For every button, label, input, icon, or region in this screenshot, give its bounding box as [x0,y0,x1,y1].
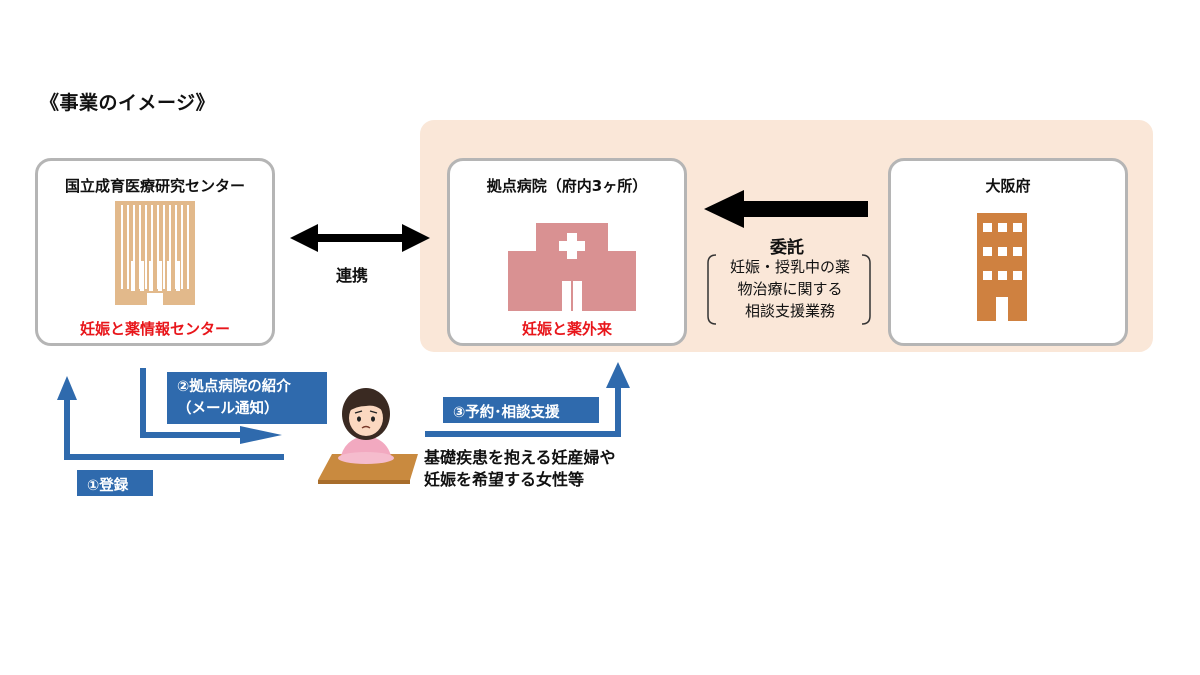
cooperation-double-arrow [290,224,430,252]
office-building-icon [977,213,1027,321]
ncchd-red-label: 妊娠と薬情報センター [79,320,230,338]
worried-woman-icon [318,388,418,484]
cooperation-label: 連携 [336,266,369,285]
osaka-title: 大阪府 [985,177,1031,195]
hospital-title: 拠点病院（府内3ヶ所） [486,177,648,195]
ncchd-card: 国立成育医療研究センター 妊娠と薬情報センター [35,158,275,346]
description-line-2: 物治療に関する [737,280,843,298]
step2-label-line2: （メール通知） [177,401,279,417]
hospital-icon [508,223,636,311]
tall-building-icon [115,201,195,305]
step1-box: ①登録 [77,470,153,496]
step1-label: ①登録 [87,478,129,494]
patient-description: 基礎疾患を抱える妊産婦や 妊娠を希望する女性等 [424,447,616,491]
page-heading: 《事業のイメージ》 [40,92,216,114]
description-line-1: 妊娠・授乳中の薬 [729,258,850,276]
patient-line-2: 妊娠を希望する女性等 [424,470,585,489]
commission-label: 委託 [770,238,804,258]
hospital-card: 拠点病院（府内3ヶ所） 妊娠と薬外来 [447,158,687,346]
step3-box: ③予約･相談支援 [443,397,599,423]
commission-description: 妊娠・授乳中の薬 物治療に関する 相談支援業務 [716,256,864,322]
patient-line-1: 基礎疾患を抱える妊産婦や [424,448,616,467]
step2-label-line1: ②拠点病院の紹介 [177,379,291,395]
hospital-red-label: 妊娠と薬外来 [521,320,612,338]
description-line-3: 相談支援業務 [744,302,835,320]
osaka-card: 大阪府 [888,158,1128,346]
ncchd-title: 国立成育医療研究センター [64,177,245,195]
step3-label: ③予約･相談支援 [453,405,560,421]
step2-box: ②拠点病院の紹介 （メール通知） [167,372,327,424]
